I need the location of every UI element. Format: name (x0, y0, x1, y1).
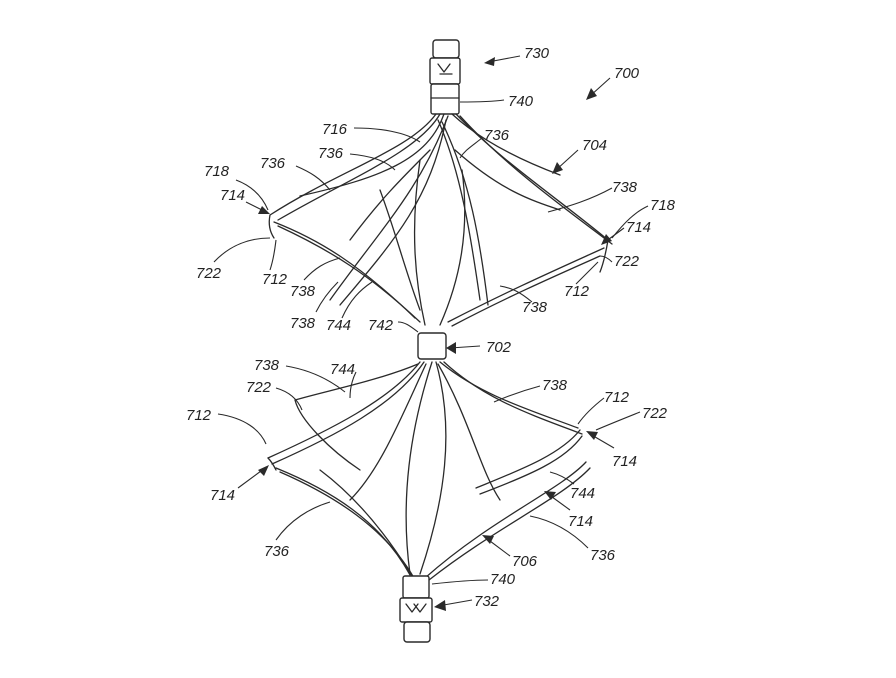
ref-742: 742 (368, 317, 394, 334)
ref-736-b: 736 (318, 145, 344, 162)
ref-736-lower-right: 736 (590, 547, 616, 564)
ref-738-b: 738 (290, 315, 316, 332)
ref-714-right-top: 714 (626, 219, 651, 236)
bottom-connector (399, 575, 433, 643)
ref-736-a: 736 (484, 127, 510, 144)
leader-lines (213, 55, 649, 611)
ref-714-lower-right-a: 714 (612, 453, 637, 470)
top-connector (429, 39, 461, 115)
ref-718-left: 718 (204, 163, 230, 180)
ref-738-a: 738 (290, 283, 316, 300)
ref-718-right: 718 (650, 197, 676, 214)
ref-736-lower-left: 736 (264, 543, 290, 560)
ref-712-lower-right: 712 (604, 389, 630, 406)
ref-740-top: 740 (508, 93, 534, 110)
ref-712-right-top: 712 (564, 283, 590, 300)
ref-722-lower-right: 722 (642, 405, 668, 422)
ref-738-lower-right: 738 (542, 377, 568, 394)
ref-714-lower-right-b: 714 (568, 513, 593, 530)
ref-740-bottom: 740 (490, 571, 516, 588)
ref-714-lower-left: 714 (210, 487, 235, 504)
lower-basket (267, 361, 591, 581)
ref-700: 700 (614, 65, 640, 82)
ref-702: 702 (486, 339, 512, 356)
ref-744-lower-right: 744 (570, 485, 595, 502)
ref-712-left-top: 712 (262, 271, 288, 288)
ref-704: 704 (582, 137, 607, 154)
upper-basket (268, 113, 613, 327)
ref-716: 716 (322, 121, 348, 138)
ref-738-bottom-mid: 738 (522, 299, 548, 316)
ref-714-left-top: 714 (220, 187, 245, 204)
reference-numerals: 700 730 740 716 736 736 736 704 718 714 … (186, 45, 676, 610)
ref-732: 732 (474, 593, 500, 610)
ref-738-lower-left: 738 (254, 357, 280, 374)
ref-706: 706 (512, 553, 538, 570)
ref-722-left-top: 722 (196, 265, 222, 282)
ref-712-lower-left: 712 (186, 407, 212, 424)
ref-736-c: 736 (260, 155, 286, 172)
ref-744-top: 744 (326, 317, 351, 334)
ref-722-lower-left: 722 (246, 379, 272, 396)
ref-730: 730 (524, 45, 550, 62)
ref-738-right-top: 738 (612, 179, 638, 196)
middle-hub (417, 332, 447, 360)
ref-722-right-top: 722 (614, 253, 640, 270)
ref-744-lower: 744 (330, 361, 355, 378)
